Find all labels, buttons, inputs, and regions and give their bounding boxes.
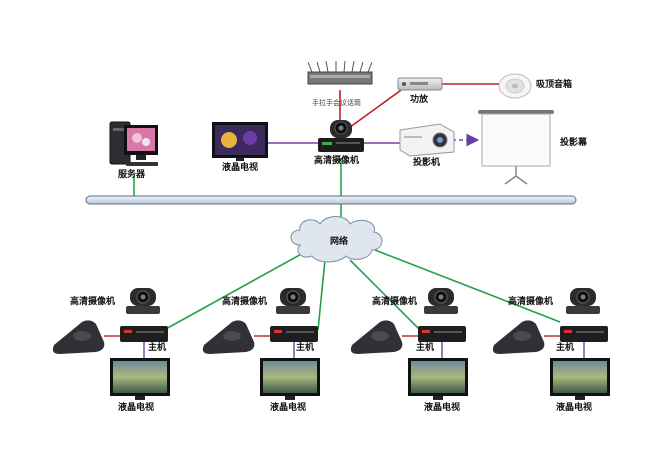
link-cloud-site-3	[349, 259, 421, 331]
link-camera-amp	[345, 87, 405, 131]
mixer-icon	[307, 60, 373, 85]
conference-phone-icon	[350, 320, 403, 354]
site-4-host-label: 主机	[556, 343, 575, 353]
site-camera-icon	[424, 288, 458, 314]
site-2-camera-label: 高清摄像机	[222, 297, 268, 307]
link-cloud-site-2	[317, 259, 326, 331]
site-tv-icon	[550, 358, 610, 400]
site-3-camera-label: 高清摄像机	[372, 297, 418, 307]
site-host-icon	[418, 326, 466, 342]
site-host-icon	[270, 326, 318, 342]
server-icon	[109, 121, 158, 166]
network-cloud	[290, 216, 383, 263]
site-4-devices	[492, 288, 610, 400]
projector-icon	[399, 123, 455, 157]
mixer-label: 手拉手会议话筒	[312, 99, 361, 107]
projector-label: 投影机	[413, 158, 441, 168]
site-host-icon	[560, 326, 608, 342]
link-cloud-site-4	[374, 249, 561, 323]
site-1-devices	[52, 288, 170, 400]
top-tv-label: 液晶电视	[222, 163, 259, 173]
site-2-host-label: 主机	[296, 343, 315, 353]
link-cloud-site-1	[163, 251, 306, 331]
site-tv-icon	[408, 358, 468, 400]
top-camera-label: 高清摄像机	[314, 156, 360, 166]
site-4-camera-label: 高清摄像机	[508, 297, 554, 307]
site-camera-icon	[276, 288, 310, 314]
site-2-devices	[202, 288, 320, 400]
site-tv-icon	[260, 358, 320, 400]
site-3-tv-label: 液晶电视	[424, 403, 461, 413]
cloud-label: 网络	[330, 237, 349, 247]
conference-phone-icon	[202, 320, 255, 354]
connections	[133, 83, 561, 331]
top-tv-icon	[212, 122, 268, 161]
site-1-host-label: 主机	[148, 343, 167, 353]
site-camera-icon	[126, 288, 160, 314]
site-1-tv-label: 液晶电视	[118, 403, 155, 413]
site-3-host-label: 主机	[416, 343, 435, 353]
site-3-devices	[350, 288, 468, 400]
site-host-icon	[120, 326, 168, 342]
site-camera-icon	[566, 288, 600, 314]
top-hd-camera-icon	[318, 120, 364, 152]
site-4-tv-label: 液晶电视	[556, 403, 593, 413]
site-2-tv-label: 液晶电视	[270, 403, 307, 413]
conference-phone-icon	[52, 320, 105, 354]
amplifier-icon	[397, 77, 443, 91]
screen-label: 投影幕	[560, 138, 588, 148]
ceiling-speaker-label: 吸顶音箱	[536, 80, 573, 90]
ceiling-speaker-icon	[498, 73, 532, 99]
server-label: 服务器	[118, 170, 146, 180]
site-1-camera-label: 高清摄像机	[70, 297, 116, 307]
conference-phone-icon	[492, 320, 545, 354]
amplifier-label: 功放	[410, 95, 429, 105]
site-tv-icon	[110, 358, 170, 400]
projection-screen-icon	[478, 110, 554, 185]
network-bus	[85, 195, 577, 205]
